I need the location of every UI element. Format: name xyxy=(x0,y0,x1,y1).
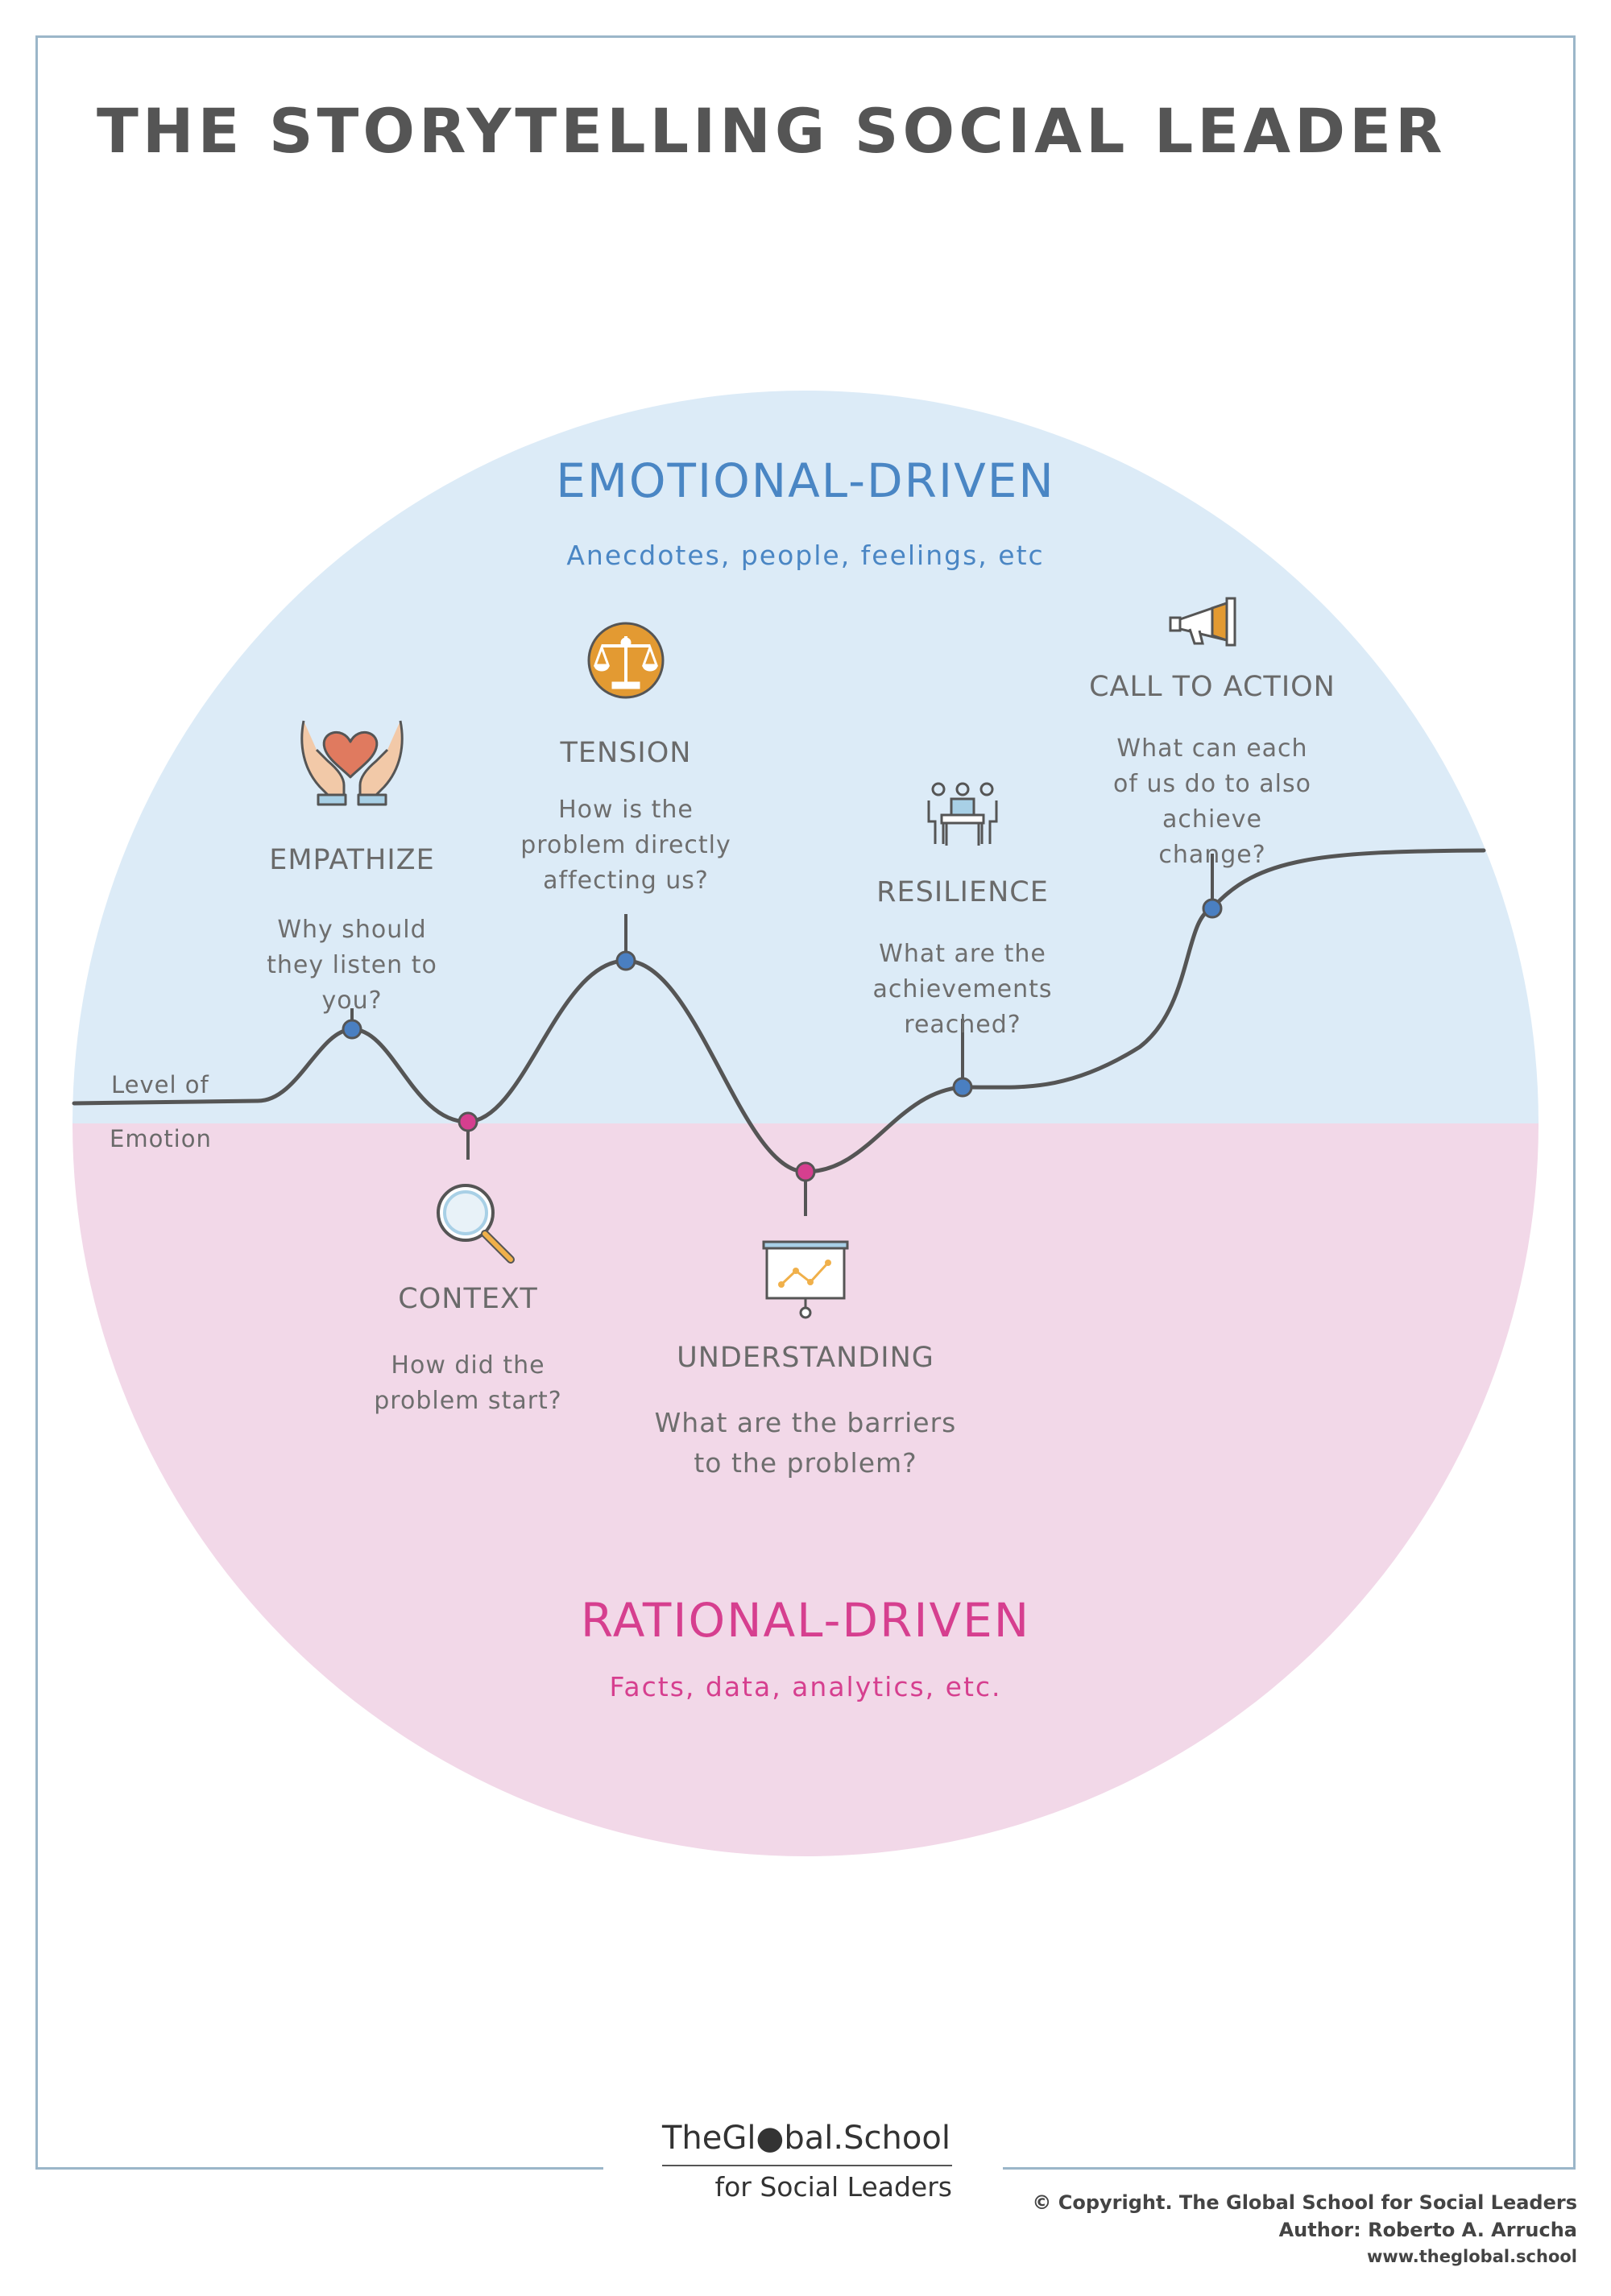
stage-title-tension: TENSION xyxy=(560,737,692,769)
stage-title-empathize: EMPATHIZE xyxy=(269,844,435,876)
magnifying-glass-icon xyxy=(437,1184,515,1264)
trough-marker-context xyxy=(458,1111,478,1132)
stage-title-call-to-action: CALL TO ACTION xyxy=(1089,671,1336,703)
peak-marker-resilience xyxy=(952,1077,973,1098)
axis-label-line1: Level of xyxy=(111,1071,209,1098)
author-text: Author: Roberto A. Arrucha xyxy=(1278,2219,1577,2241)
rational-zone xyxy=(72,1123,1539,1856)
emotional-zone-title: EMOTIONAL-DRIVEN xyxy=(556,453,1055,508)
stage-question-call-to-action: What can each of us do to also achieve c… xyxy=(1113,734,1311,869)
stage-question-resilience: What are the achievements reached? xyxy=(872,940,1053,1039)
megaphone-icon xyxy=(1169,597,1236,647)
school-logo: TheGl●bal.School for Social Leaders xyxy=(662,2120,952,2203)
peak-marker-call-to-action xyxy=(1202,898,1223,919)
peak-marker-empathize xyxy=(342,1019,362,1040)
balance-scale-icon xyxy=(587,622,665,699)
credits-block: © Copyright. The Global School for Socia… xyxy=(1032,2189,1577,2269)
page-title: THE STORYTELLING SOCIAL LEADER xyxy=(97,95,1447,167)
frame-bottom-line xyxy=(35,2167,603,2170)
rational-zone-subtitle: Facts, data, analytics, etc. xyxy=(609,1671,1002,1702)
website-text: www.theglobal.school xyxy=(1366,2247,1577,2266)
peak-marker-tension xyxy=(615,950,636,971)
logo-tagline: for Social Leaders xyxy=(714,2171,952,2203)
rational-zone-title: RATIONAL-DRIVEN xyxy=(580,1593,1031,1648)
axis-label-line2: Emotion xyxy=(110,1125,212,1152)
page-frame xyxy=(35,35,1576,2170)
logo-divider xyxy=(662,2165,952,2166)
stage-question-tension: How is the problem directly affecting us… xyxy=(520,796,731,895)
team-meeting-icon xyxy=(927,782,998,846)
stage-title-understanding: UNDERSTANDING xyxy=(677,1342,934,1374)
stage-question-context: How did the problem start? xyxy=(374,1351,562,1415)
stage-question-empathize: Why should they listen to you? xyxy=(267,916,437,1015)
caring-hands-heart-icon xyxy=(300,720,404,806)
frame-bottom-line xyxy=(1003,2167,1576,2170)
stage-title-context: CONTEXT xyxy=(398,1283,538,1315)
stage-question-understanding: What are the barriers to the problem? xyxy=(654,1407,957,1479)
trough-marker-understanding xyxy=(795,1161,816,1182)
presentation-chart-icon xyxy=(762,1240,849,1319)
emotional-zone-subtitle: Anecdotes, people, feelings, etc xyxy=(566,540,1045,571)
logo-wordmark: TheGl●bal.School xyxy=(662,2120,950,2157)
copyright-text: © Copyright. The Global School for Socia… xyxy=(1032,2191,1577,2214)
stage-title-resilience: RESILIENCE xyxy=(876,876,1049,908)
